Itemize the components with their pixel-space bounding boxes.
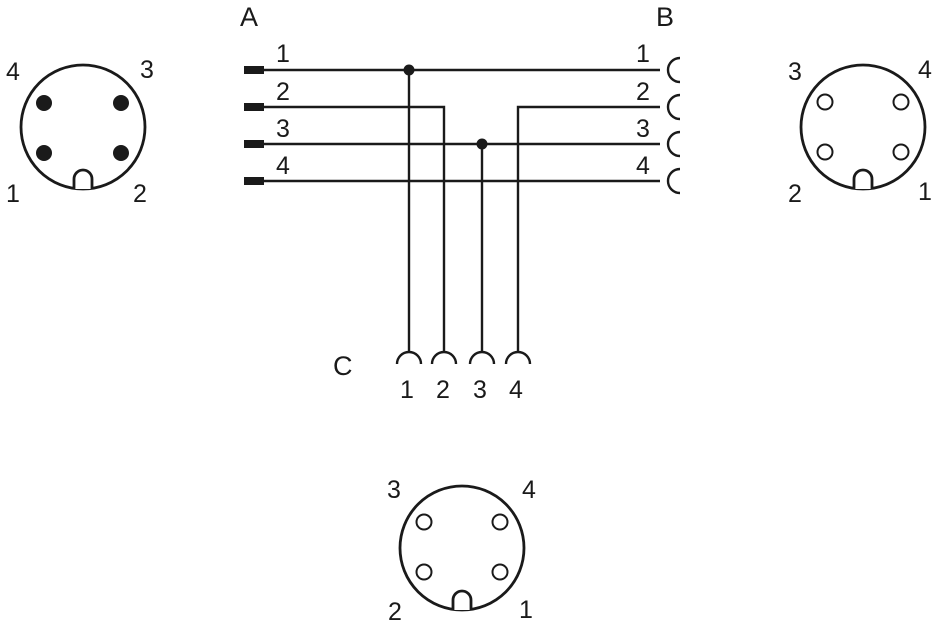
end-a-plug-4 — [244, 177, 264, 185]
face-a-label-tr: 3 — [140, 56, 154, 84]
end-b-socket-4 — [666, 167, 681, 195]
face-c-label-tr: 4 — [522, 476, 536, 504]
end-c-socket-4 — [504, 350, 532, 365]
face-b-pin-bl — [816, 143, 834, 161]
face-c-pin-br — [491, 563, 509, 581]
end-c-pin-label-1: 1 — [400, 376, 414, 404]
end-c-socket-3 — [468, 350, 496, 365]
face-b-label-bl: 2 — [788, 180, 802, 208]
face-a-pin-bl — [36, 145, 52, 161]
face-c-pin-tr — [491, 513, 509, 531]
end-a-plug-1 — [244, 66, 264, 74]
end-a-plug-3 — [244, 140, 264, 148]
face-a-key-notch — [72, 168, 94, 189]
face-c-pin-tl — [415, 513, 433, 531]
face-b-label-br: 1 — [918, 178, 932, 206]
face-a-label-br: 2 — [133, 180, 147, 208]
end-a-label: A — [240, 2, 258, 32]
face-b-pin-tl — [816, 93, 834, 111]
face-b-pin-tr — [892, 93, 910, 111]
face-a-pin-tr — [113, 95, 129, 111]
end-b-pin-label-1: 1 — [636, 40, 650, 68]
end-b-socket-2 — [666, 93, 681, 121]
face-c-key-notch — [451, 589, 473, 610]
end-c-pin-label-3: 3 — [473, 376, 487, 404]
face-c-label-bl: 2 — [388, 598, 402, 624]
junction-pin-1 — [403, 64, 415, 76]
end-a-plug-2 — [244, 103, 264, 111]
face-b-pin-br — [892, 143, 910, 161]
face-b-key-notch — [852, 168, 874, 189]
junction-pin-3 — [476, 138, 488, 150]
end-b-label: B — [656, 2, 674, 32]
end-a-pin-label-4: 4 — [276, 152, 290, 180]
connector-face-c: 3 4 2 1 — [387, 476, 536, 624]
wire-a2-c2 — [264, 105, 446, 352]
end-c-label: C — [333, 351, 353, 381]
face-c-label-br: 1 — [519, 596, 533, 624]
end-c-pin-label-4: 4 — [509, 376, 523, 404]
connector-face-b: 3 4 2 1 — [788, 56, 932, 208]
end-c-socket-1 — [395, 350, 423, 365]
end-a-pin-label-3: 3 — [276, 115, 290, 143]
face-a-pin-tl — [36, 95, 52, 111]
face-a-label-tl: 4 — [6, 58, 20, 86]
face-b-label-tr: 4 — [918, 56, 932, 84]
face-b-label-tl: 3 — [788, 58, 802, 86]
face-a-pin-br — [113, 145, 129, 161]
end-a-pin-label-1: 1 — [276, 40, 290, 68]
end-b-socket-1 — [666, 56, 681, 84]
connector-face-a: 4 3 1 2 — [6, 56, 154, 208]
end-c-socket-2 — [430, 350, 458, 365]
end-a-pin-label-2: 2 — [276, 78, 290, 106]
wire-b2-c4 — [516, 105, 660, 352]
face-c-label-tl: 3 — [387, 476, 401, 504]
end-b-pin-label-2: 2 — [636, 78, 650, 106]
end-c-pin-label-2: 2 — [436, 376, 450, 404]
face-c-pin-bl — [415, 563, 433, 581]
end-b-socket-3 — [666, 130, 681, 158]
end-b-pin-label-3: 3 — [636, 115, 650, 143]
end-b-pin-label-4: 4 — [636, 152, 650, 180]
face-a-label-bl: 1 — [6, 180, 20, 208]
